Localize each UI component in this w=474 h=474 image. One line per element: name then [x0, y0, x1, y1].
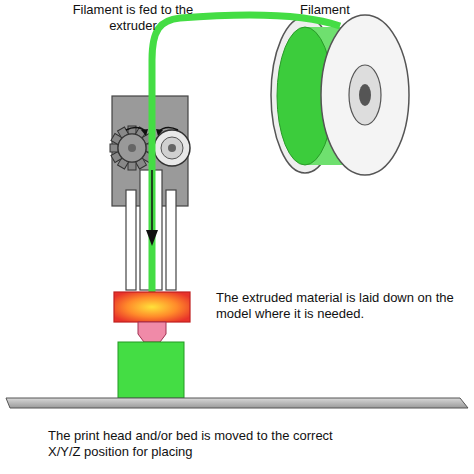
heater-block	[114, 292, 190, 322]
feed-arrowhead	[146, 230, 158, 246]
feed-note: Filament is fed to the extruder	[58, 2, 208, 34]
gear-tooth	[110, 144, 118, 152]
idler-wheel	[154, 130, 190, 166]
drive-gear	[110, 126, 154, 170]
spool-hole	[359, 84, 371, 106]
idler-axle	[168, 144, 176, 152]
print-bed	[6, 398, 468, 408]
spool-hub	[349, 65, 381, 125]
drive-gear-hub	[118, 134, 146, 162]
gear-axle	[128, 144, 136, 152]
rotation-arrowhead	[141, 129, 148, 136]
support-bar	[166, 190, 176, 290]
support-bar	[126, 190, 136, 290]
spool-label: Filament	[300, 2, 390, 18]
rotation-arrowhead	[156, 129, 163, 136]
deposit-note: The extruded material is laid down on th…	[216, 290, 468, 322]
nozzle	[138, 322, 166, 342]
idler-hub	[161, 137, 183, 159]
gear-tooth	[128, 162, 136, 170]
printed-model	[118, 342, 184, 398]
motion-note: The print head and/or bed is moved to th…	[48, 428, 348, 460]
feed-arrow	[151, 170, 153, 232]
filament-strand	[152, 15, 340, 292]
spool-front-flange	[321, 15, 409, 175]
